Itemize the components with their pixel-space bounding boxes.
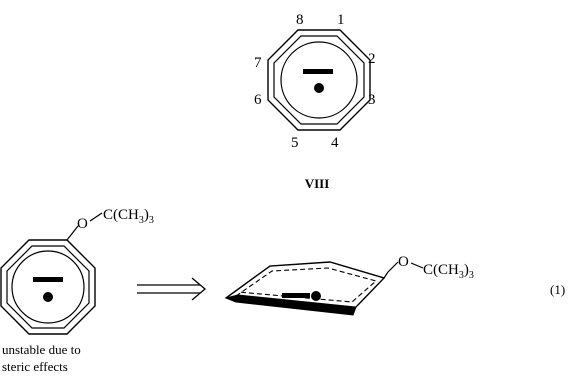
position-label: 8	[296, 12, 304, 28]
bond-line	[66, 225, 79, 241]
cyclooctatetraene-dianion-VIII: 8 1 2 3 4 5 6 7 VIII	[254, 12, 376, 191]
aromatic-circle	[11, 250, 85, 324]
position-label: 1	[337, 12, 345, 28]
tub-shaped-dianion: O C(CH3)3	[224, 254, 474, 316]
position-label: 4	[331, 135, 339, 151]
position-label: 2	[368, 51, 376, 67]
octagon-outer	[0, 239, 96, 335]
caption-line: unstable due to	[2, 342, 81, 357]
compound-label: VIII	[305, 176, 330, 191]
tert-butyl-label: C(CH3)3	[423, 262, 474, 281]
octagon-inner	[273, 35, 365, 125]
caption-line: steric effects	[2, 359, 68, 374]
tert-butyl-label: C(CH3)3	[103, 207, 154, 226]
aromatic-circle	[280, 41, 358, 119]
oxygen-atom-label: O	[398, 254, 409, 270]
charge-bar	[303, 69, 333, 74]
position-label: 6	[254, 92, 262, 108]
charge-bar	[282, 293, 310, 298]
position-label: 7	[254, 55, 262, 71]
oxygen-atom-label: O	[77, 216, 88, 232]
octagon-inner	[6, 245, 90, 329]
bond-line	[410, 262, 424, 269]
charge-bar	[33, 277, 63, 282]
charge-dot	[311, 291, 321, 301]
reaction-arrow	[137, 277, 207, 301]
equation-number: (1)	[550, 282, 565, 297]
charge-dot	[314, 83, 324, 93]
position-label: 5	[291, 135, 299, 151]
planar-substituted-dianion: O C(CH3)3 unstable due to steric effects	[0, 207, 154, 374]
charge-dot	[43, 292, 53, 302]
delocalization-dashes	[235, 267, 378, 303]
position-label: 3	[368, 92, 376, 108]
bond-line	[89, 212, 103, 222]
ring-outline	[225, 261, 386, 308]
bond-line	[387, 261, 399, 273]
octagon-outer	[267, 29, 371, 131]
